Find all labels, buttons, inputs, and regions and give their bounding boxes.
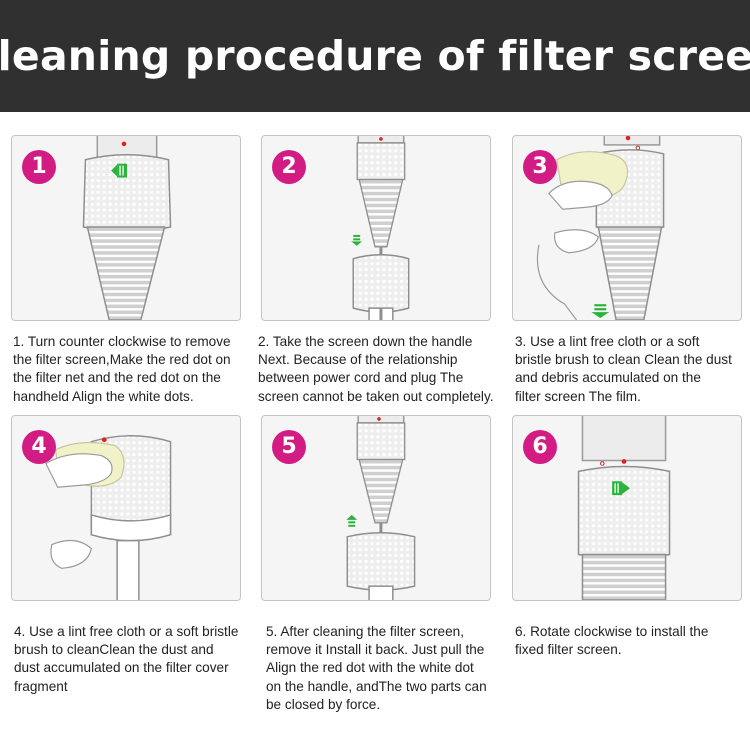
step-4-panel: 4	[11, 415, 241, 601]
step-3-caption: 3. Use a lint free cloth or a soft brist…	[515, 334, 732, 404]
page-title: Cleaning procedure of filter screen	[0, 32, 750, 80]
title-banner: Cleaning procedure of filter screen	[0, 0, 750, 112]
step-5-caption: 5. After cleaning the filter screen, rem…	[266, 624, 487, 712]
step-1-caption: 1. Turn counter clockwise to remove the …	[13, 334, 231, 404]
step-4-badge: 4	[22, 430, 56, 464]
step-6-panel: 6	[512, 415, 742, 601]
step-6-caption: 6. Rotate clockwise to install the fixed…	[515, 624, 709, 658]
step-6-badge: 6	[523, 430, 557, 464]
step-2-badge: 2	[272, 150, 306, 184]
step-2-illustration	[351, 136, 410, 320]
step-5-illustration	[346, 416, 416, 600]
step-4-caption: 4. Use a lint free cloth or a soft brist…	[14, 624, 239, 694]
step-1-illustration	[82, 136, 172, 320]
step-3-badge: 3	[523, 150, 557, 184]
step-1-badge: 1	[22, 150, 56, 184]
step-6-illustration	[577, 416, 671, 600]
step-4-illustration	[45, 435, 172, 600]
step-1-panel: 1	[11, 135, 241, 321]
step-3-panel: 3	[512, 135, 742, 321]
step-2-panel: 2	[261, 135, 491, 321]
step-3-illustration	[536, 136, 665, 320]
step-2-caption: 2. Take the screen down the handle Next.…	[258, 334, 494, 404]
step-5-panel: 5	[261, 415, 491, 601]
step-5-badge: 5	[272, 430, 306, 464]
